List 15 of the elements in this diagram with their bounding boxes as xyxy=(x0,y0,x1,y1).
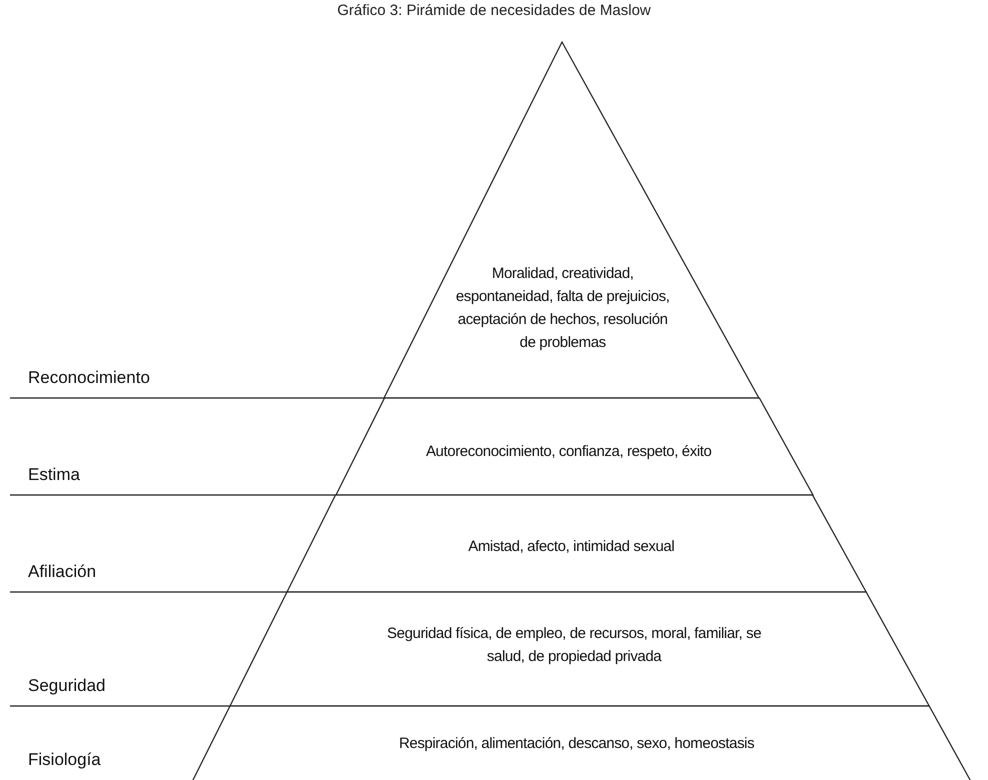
level-name: Estima xyxy=(28,465,80,485)
chart-title: Gráfico 3: Pirámide de necesidades de Maslow xyxy=(336,2,652,19)
pyramid-level xyxy=(230,592,930,706)
pyramid-level xyxy=(192,706,972,780)
level-name: Reconocimiento xyxy=(28,368,150,388)
level-name: Afiliación xyxy=(28,562,96,582)
level-text: Seguridad física, de empleo, de recursos, moral, familiar, se salud, de propiedad privada xyxy=(386,624,762,667)
level-name: Fisiología xyxy=(28,750,101,770)
pyramid-level xyxy=(287,495,866,592)
level-text: Moralidad, creatividad, espontaneidad, falta de prejuicios, aceptación de hechos, resolución de problemas xyxy=(455,264,670,353)
pyramid-level xyxy=(336,398,812,495)
level-text: Autoreconocimiento, confianza, respeto, éxito xyxy=(424,442,712,462)
level-name: Seguridad xyxy=(28,676,106,696)
level-text: Amistad, afecto, intimidad sexual xyxy=(467,537,676,557)
level-text: Respiración, alimentación, descanso, sexo, homeostasis xyxy=(398,734,756,754)
